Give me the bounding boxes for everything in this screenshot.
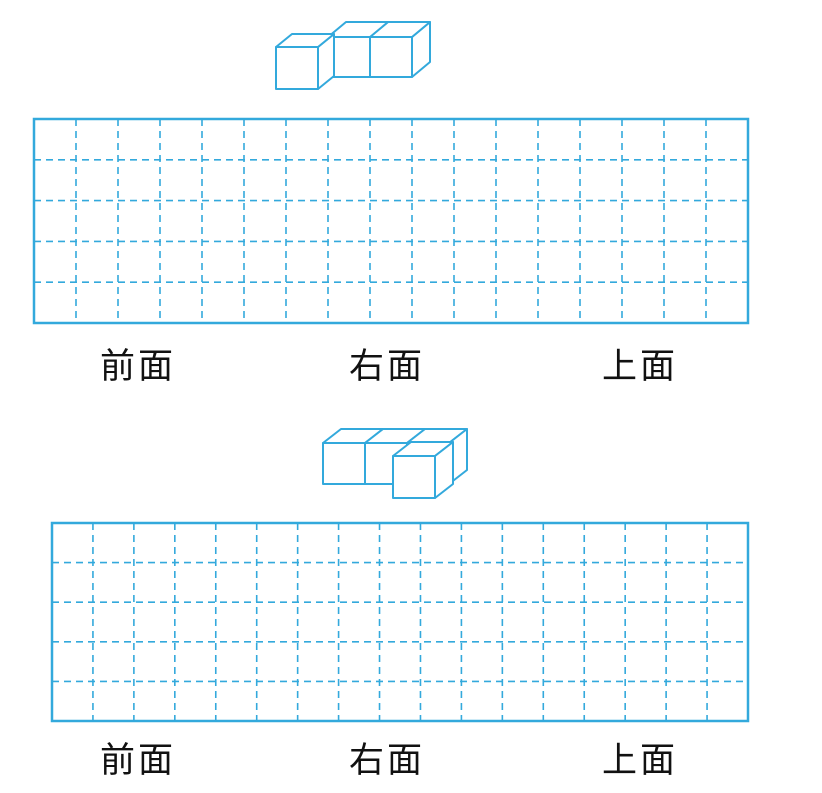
- right-view-label: 右面: [349, 347, 426, 387]
- top-view-label: 上面: [602, 347, 679, 387]
- cube-assembly-1: [275, 21, 431, 90]
- cube-assembly-2: [322, 428, 468, 499]
- drawing-grid-2: [50, 521, 750, 723]
- top-view-label: 上面: [602, 741, 679, 781]
- front-view-label: 前面: [100, 741, 177, 781]
- front-view-label: 前面: [100, 347, 177, 387]
- grid-frame: [50, 521, 750, 723]
- right-view-label: 右面: [349, 741, 426, 781]
- cube-back-left: [322, 428, 384, 485]
- grid-frame: [32, 117, 750, 325]
- cube-front-left: [275, 33, 335, 90]
- drawing-grid-1: [32, 117, 750, 325]
- cube-front-right: [392, 441, 454, 499]
